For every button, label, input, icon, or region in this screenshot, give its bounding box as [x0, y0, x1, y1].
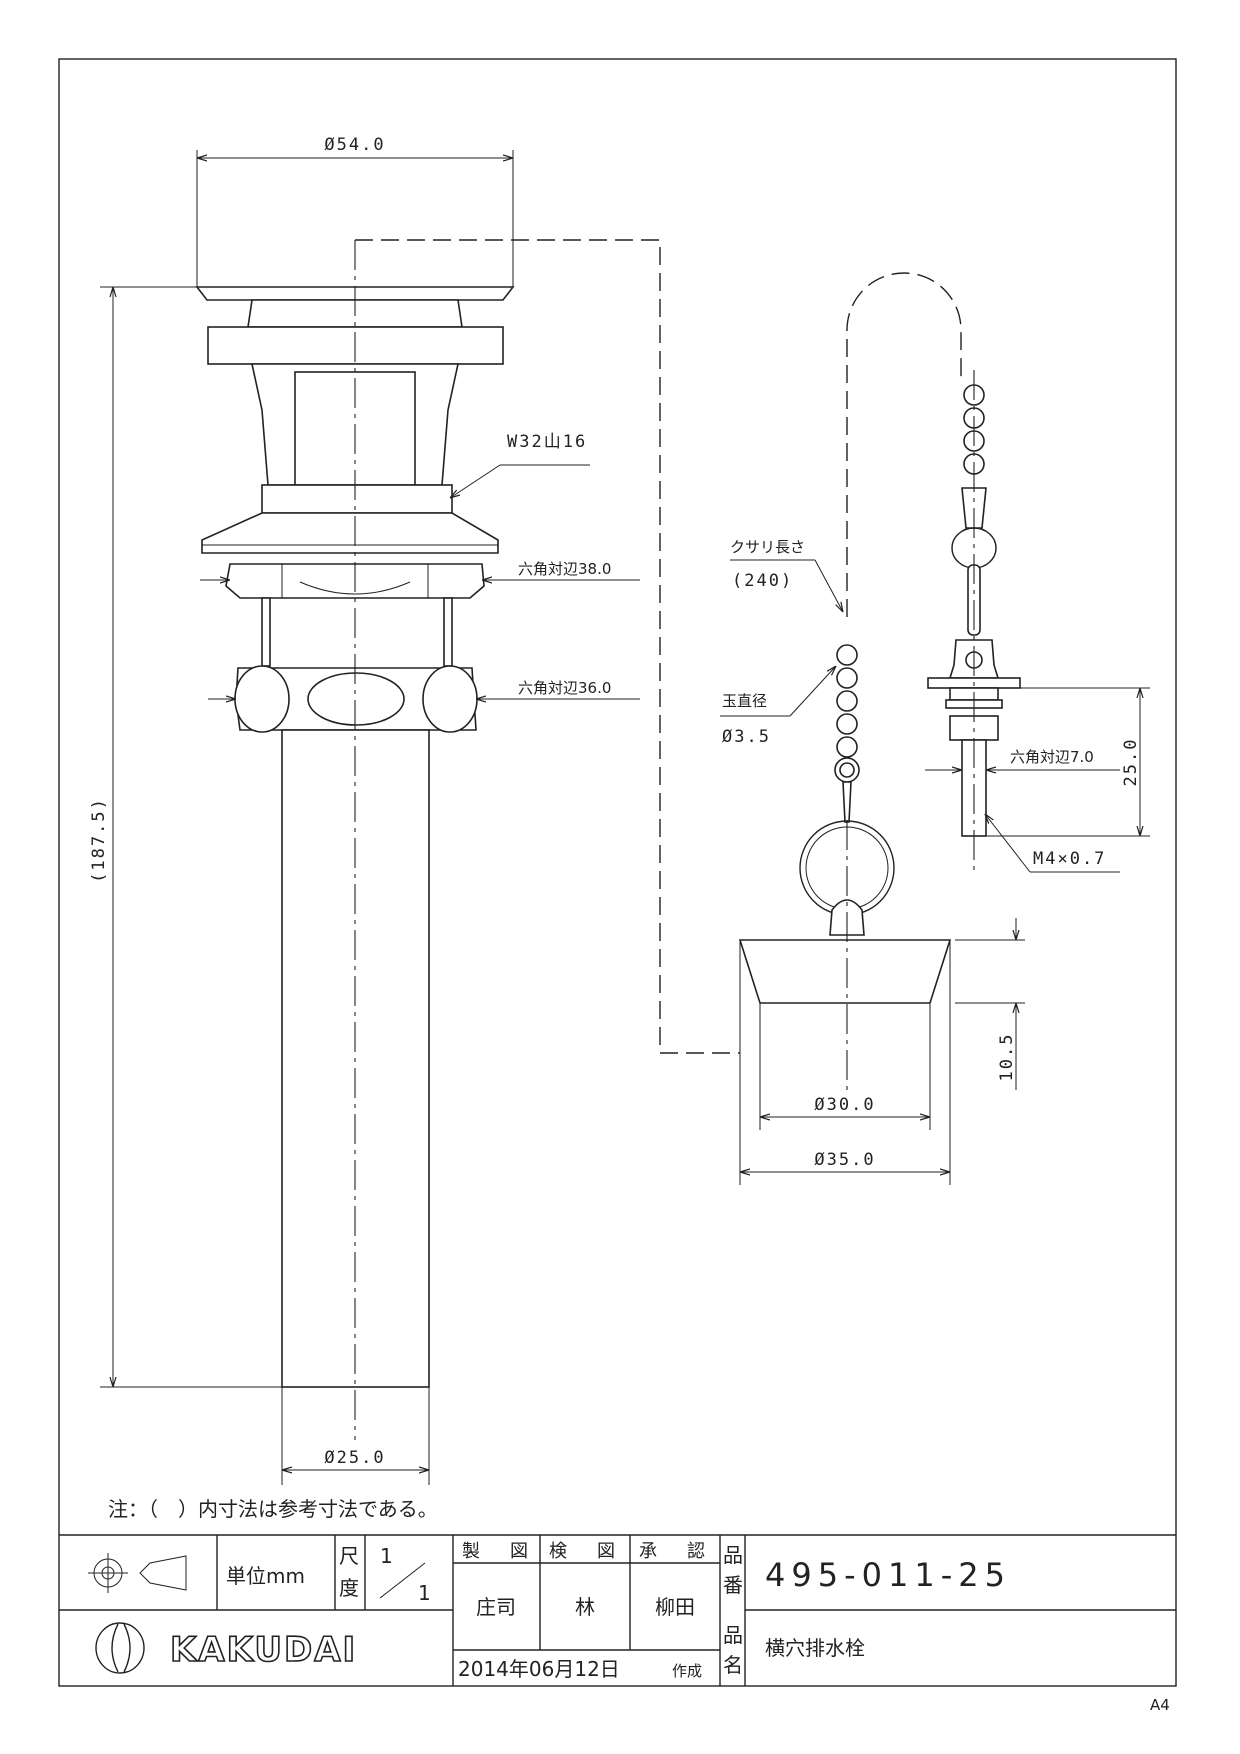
svg-text:六角対辺38.0: 六角対辺38.0	[518, 560, 611, 578]
approved-by: 柳田	[655, 1595, 695, 1619]
dim-hex-36: 六角対辺36.0	[208, 679, 640, 699]
dim-stopper-outer: Ø35.0	[740, 1150, 950, 1172]
dim-screw-thread: M4×0.7	[985, 814, 1120, 873]
svg-text:(187.5): (187.5)	[89, 797, 109, 883]
drawn-by: 庄司	[476, 1595, 516, 1619]
kakudai-logo: KAKUDAI	[95, 1622, 357, 1674]
dim-hex-7: 六角対辺7.0	[925, 748, 1120, 770]
part-no-label-2: 番	[723, 1573, 743, 1597]
part-name: 横穴排水栓	[765, 1636, 865, 1660]
checked-by: 林	[575, 1595, 595, 1619]
created-label: 作成	[672, 1662, 702, 1680]
svg-text:クサリ長さ: クサリ長さ	[730, 538, 805, 556]
svg-text:M4×0.7: M4×0.7	[1033, 849, 1106, 869]
name-label-2: 名	[723, 1653, 743, 1677]
dim-stopper-height: 10.5	[955, 918, 1025, 1090]
scale-label-2: 度	[339, 1576, 359, 1600]
drawn-label: 製 図	[462, 1541, 534, 1562]
checked-label: 検 図	[549, 1541, 621, 1562]
svg-text:玉直径: 玉直径	[722, 692, 767, 710]
dim-hex-38: 六角対辺38.0	[200, 560, 640, 580]
svg-text:10.5: 10.5	[997, 1033, 1017, 1082]
part-number: 495-011-25	[765, 1556, 1011, 1594]
dim-overall-length: (187.5)	[89, 286, 282, 1388]
unit-label: 単位mm	[226, 1564, 305, 1588]
svg-text:W32山16: W32山16	[507, 432, 587, 452]
dim-stopper-inner: Ø30.0	[760, 1095, 930, 1117]
svg-text:25.0: 25.0	[1121, 738, 1141, 787]
part-no-label-1: 品	[723, 1543, 743, 1567]
dim-ball-diameter: 玉直径 Ø3.5	[720, 666, 836, 747]
scale-label-1: 尺	[339, 1544, 359, 1568]
dim-top-diameter: Ø54.0	[196, 135, 514, 287]
chain-hanger	[927, 370, 1021, 870]
title-block: 単位mm 尺 度 1 1 製 図 検 図 承 認 庄司 林 柳田 品 番 495…	[59, 1534, 1176, 1686]
dim-screw-length: 25.0	[986, 687, 1150, 837]
scale-numerator: 1	[380, 1544, 393, 1568]
chain-and-stopper	[738, 272, 962, 1185]
drain-body	[195, 240, 515, 1440]
svg-text:Ø35.0: Ø35.0	[814, 1150, 875, 1170]
svg-text:(240): (240)	[732, 571, 793, 591]
approved-label: 承 認	[639, 1541, 711, 1562]
created-date: 2014年06月12日	[458, 1657, 620, 1681]
svg-text:六角対辺7.0: 六角対辺7.0	[1010, 748, 1094, 766]
svg-text:Ø3.5: Ø3.5	[722, 727, 771, 747]
svg-text:Ø54.0: Ø54.0	[324, 135, 385, 155]
dim-thread: W32山16	[450, 432, 590, 498]
paper-size: A4	[1150, 1696, 1170, 1714]
projection-symbol-icon	[88, 1553, 187, 1593]
drawing-border	[58, 58, 1177, 1687]
chain-path-line	[355, 239, 740, 1054]
note-text: 注：（ ）内寸法は参考寸法である。	[108, 1497, 438, 1521]
svg-text:Ø30.0: Ø30.0	[814, 1095, 875, 1115]
svg-text:六角対辺36.0: 六角対辺36.0	[518, 679, 611, 697]
company-name: KAKUDAI	[170, 1630, 357, 1670]
svg-text:Ø25.0: Ø25.0	[324, 1448, 385, 1468]
dim-pipe-diameter: Ø25.0	[281, 1387, 430, 1485]
dim-chain-length: クサリ長さ (240)	[730, 538, 843, 612]
scale-denominator: 1	[418, 1581, 431, 1605]
name-label-1: 品	[723, 1623, 743, 1647]
